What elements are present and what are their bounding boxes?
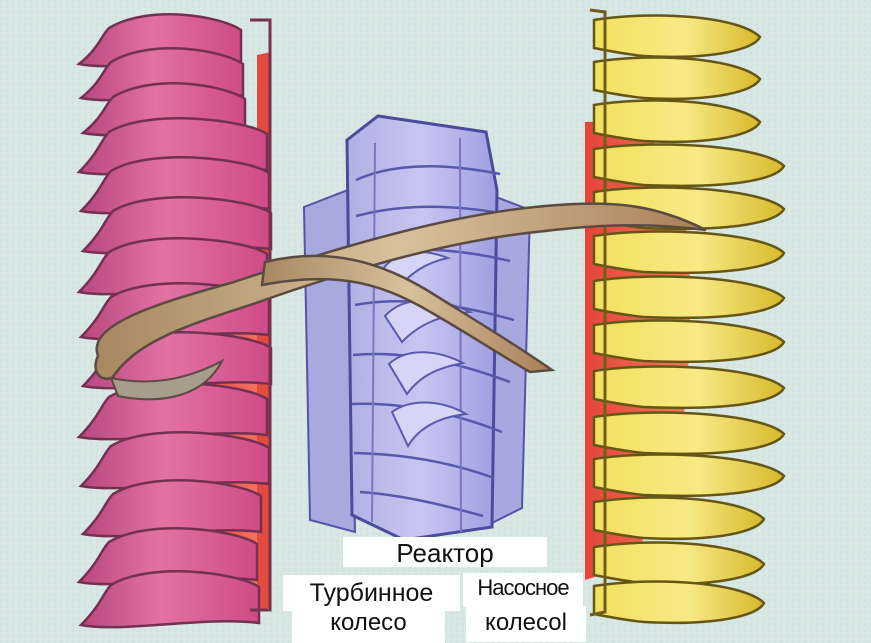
turbine-wheel-label-line-2: колесо bbox=[292, 607, 445, 643]
turbine-wheel-label-line-1: Турбинное bbox=[283, 575, 460, 611]
pump-wheel-label-line-1: Насосное bbox=[463, 573, 583, 607]
reactor-label: Реактор bbox=[343, 537, 547, 567]
pump-wheel-label-line-2: колесоl bbox=[466, 606, 586, 642]
